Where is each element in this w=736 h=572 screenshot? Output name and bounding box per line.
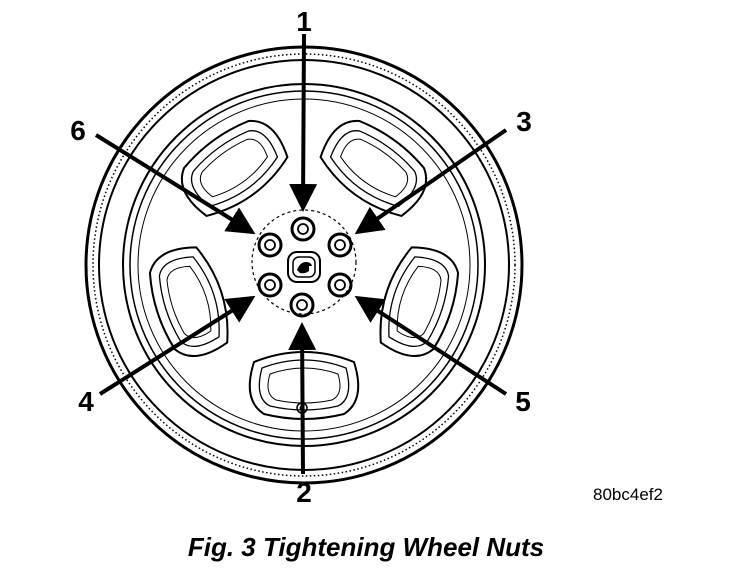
callout-1: 1: [296, 6, 312, 37]
arrow-2: [288, 322, 317, 475]
lug-nut-3: [327, 232, 353, 258]
lug-nut-1: [290, 216, 316, 242]
callout-2: 2: [296, 477, 312, 508]
arrow-6: [94, 133, 256, 235]
lug-nut-6: [257, 232, 283, 258]
lug-nut-2: [289, 292, 315, 318]
arrow-5: [354, 295, 508, 396]
arrow-1: [289, 33, 318, 212]
callout-3: 3: [516, 106, 532, 137]
illustration-code: 80bc4ef2: [593, 485, 663, 504]
lug-nut-5: [327, 272, 353, 298]
figure-caption: Fig. 3 Tightening Wheel Nuts: [188, 532, 544, 562]
arrow-4: [98, 295, 256, 396]
callout-6: 6: [70, 115, 86, 146]
center-cap-logo: [287, 251, 321, 283]
hub: [251, 209, 357, 315]
arrow-3: [354, 128, 508, 235]
lug-nut-4: [257, 272, 283, 298]
callout-5: 5: [515, 386, 531, 417]
leader-arrows: [94, 33, 508, 475]
callout-4: 4: [78, 386, 94, 417]
